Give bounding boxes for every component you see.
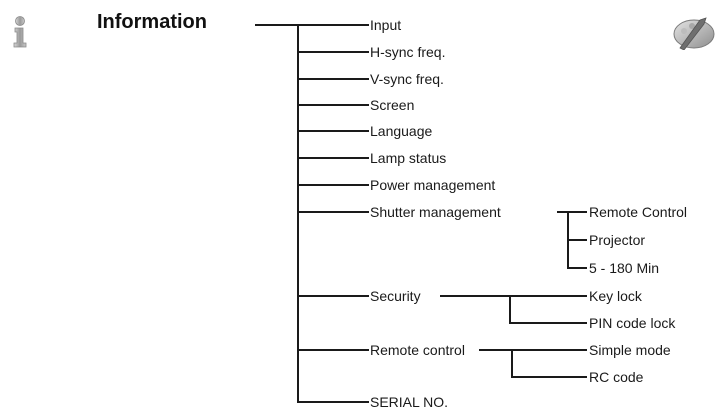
security-child-pin-code-lock: PIN code lock [589,315,676,331]
remote-child-rc-code: RC code [589,369,644,385]
diagram-title: Information [97,11,207,33]
item-lamp-status: Lamp status [370,150,447,166]
shutter-child-remote-control: Remote Control [589,204,688,220]
shutter-child-projector: Projector [589,232,646,248]
info-icon [13,16,27,48]
item-h-sync-freq: H-sync freq. [370,44,446,60]
item-language: Language [370,123,433,139]
item-power-management: Power management [370,177,496,193]
item-input: Input [370,17,402,33]
remote-child-simple-mode: Simple mode [589,342,671,358]
item-remote-control: Remote control [370,342,465,358]
item-v-sync-freq: V-sync freq. [370,71,444,87]
item-security: Security [370,288,421,304]
item-shutter-management: Shutter management [370,204,501,220]
security-child-key-lock: Key lock [589,288,642,304]
item-screen: Screen [370,97,415,113]
shutter-child-timer: 5 - 180 Min [589,260,660,276]
item-serial-no: SERIAL NO. [370,394,449,410]
palette-brush-icon [673,17,715,50]
